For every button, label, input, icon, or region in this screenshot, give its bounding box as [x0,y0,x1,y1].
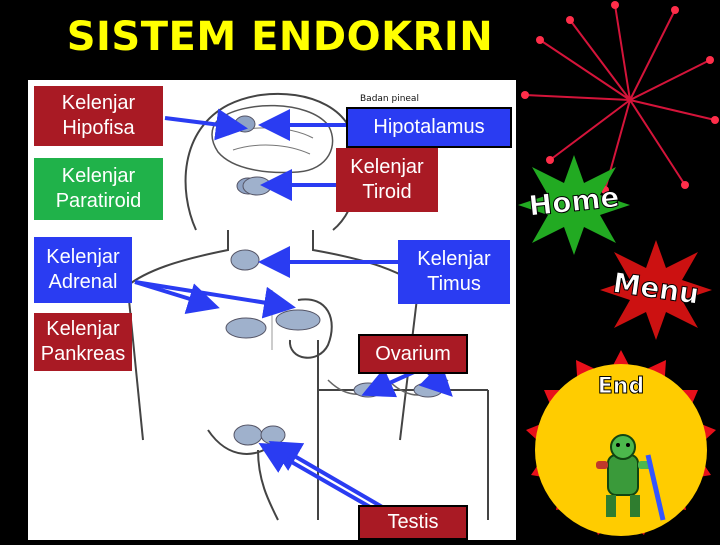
firework-decoration-icon [521,1,719,194]
arrow-adrenal-2 [134,280,296,319]
home-star-icon [518,155,630,255]
label-kelenjar-timus: Kelenjar Timus [398,240,510,304]
home-button[interactable]: Home [518,155,630,255]
label-kelenjar-adrenal: Kelenjar Adrenal [34,237,132,303]
menu-button[interactable]: Menu [600,240,712,340]
slide-title: SISTEM ENDOKRIN [66,14,494,60]
label-testis: Testis [358,505,468,540]
label-kelenjar-tiroid: Kelenjar Tiroid [336,148,438,212]
end-character-icon [526,350,716,536]
end-button[interactable]: End [526,350,716,540]
label-kelenjar-paratiroid: Kelenjar Paratiroid [34,158,163,220]
label-kelenjar-pankreas: Kelenjar Pankreas [34,313,132,371]
menu-star-icon [600,240,712,340]
arrow-testis-2 [258,443,385,517]
arrow-ovarium-right [418,362,453,397]
figure-caption: Badan pineal [360,94,419,104]
arrow-ovarium-left [361,367,415,398]
label-hipotalamus: Hipotalamus [346,107,512,148]
label-kelenjar-hipofisa: Kelenjar Hipofisa [34,86,163,146]
arrow-hipofisa [164,108,248,141]
end-button-label: End [597,374,645,400]
arrow-testis-1 [268,440,386,510]
label-ovarium: Ovarium [358,334,468,374]
